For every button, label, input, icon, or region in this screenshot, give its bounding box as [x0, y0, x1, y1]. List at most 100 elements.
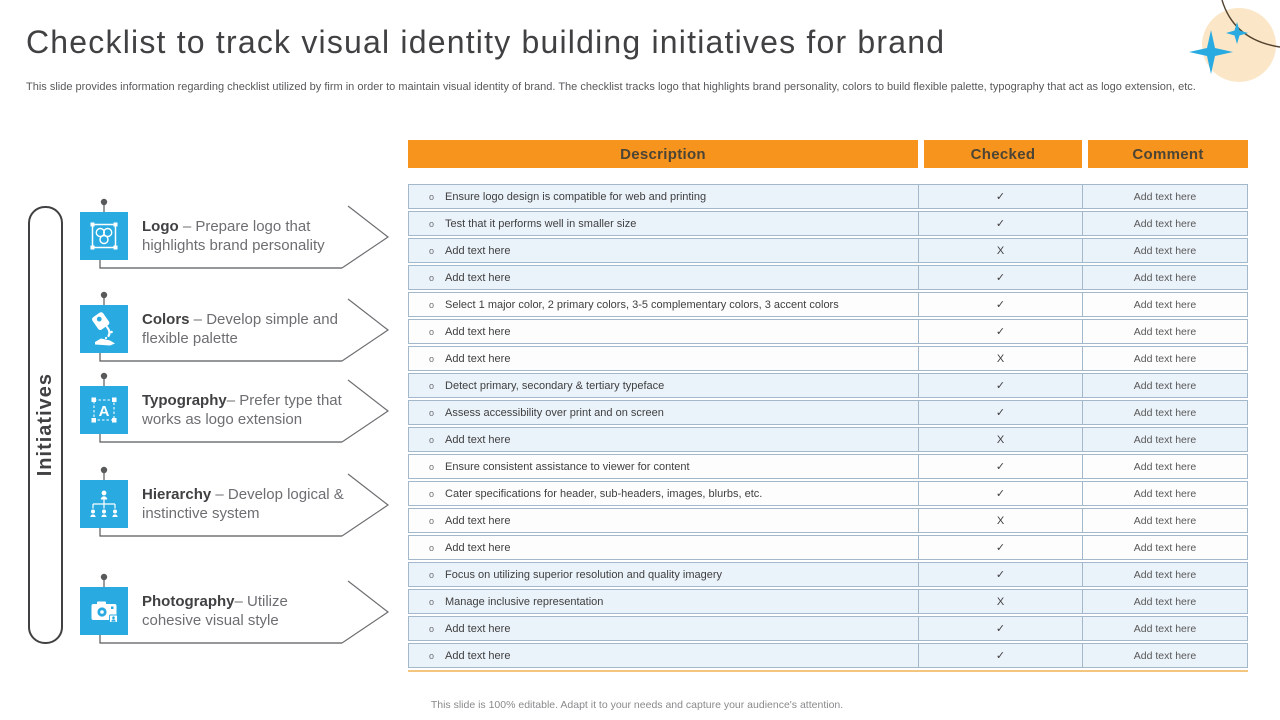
- page-subtitle: This slide provides information regardin…: [26, 81, 1196, 93]
- row-description: Detect primary, secondary & tertiary typ…: [445, 379, 665, 392]
- row-checked: ✓: [918, 320, 1082, 343]
- sidebar-item-hierarchy: Hierarchy – Develop logical & instinctiv…: [80, 466, 395, 542]
- row-bullet: o: [429, 245, 435, 256]
- row-checked: ✓: [918, 563, 1082, 586]
- row-bullet: o: [429, 407, 435, 418]
- row-description[interactable]: Add text here: [445, 514, 511, 527]
- row-description: Focus on utilizing superior resolution a…: [445, 568, 722, 581]
- row-description[interactable]: Add text here: [445, 352, 511, 365]
- row-checked: ✓: [918, 455, 1082, 478]
- table-underline: [408, 670, 1248, 672]
- row-description[interactable]: Add text here: [445, 541, 511, 554]
- item-connector: [99, 573, 390, 644]
- row-comment[interactable]: Add text here: [1082, 455, 1247, 478]
- sparkle-star-small-icon: [1226, 22, 1248, 44]
- row-comment[interactable]: Add text here: [1082, 509, 1247, 532]
- row-checked: ✓: [918, 644, 1082, 667]
- header-checked: Checked: [924, 140, 1082, 168]
- svg-text:A: A: [99, 403, 110, 420]
- row-description: Cater specifications for header, sub-hea…: [445, 487, 763, 500]
- decorative-circle: [1202, 8, 1276, 82]
- row-bullet: o: [429, 488, 435, 499]
- item-label: Photography– Utilize cohesive visual sty…: [142, 593, 288, 629]
- row-description: Manage inclusive representation: [445, 595, 604, 608]
- item-label: Colors – Develop simple and flexible pal…: [142, 311, 338, 347]
- row-bullet: o: [429, 380, 435, 391]
- row-comment[interactable]: Add text here: [1082, 293, 1247, 316]
- row-description: Ensure consistent assistance to viewer f…: [445, 460, 690, 473]
- row-comment[interactable]: Add text here: [1082, 212, 1247, 235]
- item-connector: [99, 466, 390, 537]
- item-label: Hierarchy – Develop logical & instinctiv…: [142, 486, 344, 522]
- row-description[interactable]: Add text here: [445, 622, 511, 635]
- table-row: o Add text here ✓ Add text here: [408, 643, 1248, 668]
- row-comment[interactable]: Add text here: [1082, 401, 1247, 424]
- row-comment[interactable]: Add text here: [1082, 590, 1247, 613]
- row-checked: X: [918, 347, 1082, 370]
- row-comment[interactable]: Add text here: [1082, 482, 1247, 505]
- header-description: Description: [408, 140, 918, 168]
- row-description: Test that it performs well in smaller si…: [445, 217, 637, 230]
- row-bullet: o: [429, 542, 435, 553]
- row-checked: X: [918, 428, 1082, 451]
- row-description[interactable]: Add text here: [445, 649, 511, 662]
- row-comment[interactable]: Add text here: [1082, 185, 1247, 208]
- arc-line: [1221, 0, 1280, 48]
- row-bullet: o: [429, 596, 435, 607]
- table-row: o Manage inclusive representation X Add …: [408, 589, 1248, 614]
- sparkles-decoration: [1189, 0, 1280, 74]
- table-row: o Cater specifications for header, sub-h…: [408, 481, 1248, 506]
- row-checked: ✓: [918, 536, 1082, 559]
- row-description[interactable]: Add text here: [445, 433, 511, 446]
- hierarchy-icon: [80, 480, 128, 528]
- row-bullet: o: [429, 299, 435, 310]
- row-comment[interactable]: Add text here: [1082, 347, 1247, 370]
- row-comment[interactable]: Add text here: [1082, 563, 1247, 586]
- row-description: Ensure logo design is compatible for web…: [445, 190, 707, 203]
- table-row: o Add text here ✓ Add text here: [408, 616, 1248, 641]
- row-checked: ✓: [918, 293, 1082, 316]
- table-row: o Ensure consistent assistance to viewer…: [408, 454, 1248, 479]
- row-description[interactable]: Add text here: [445, 244, 511, 257]
- row-comment[interactable]: Add text here: [1082, 374, 1247, 397]
- row-comment[interactable]: Add text here: [1082, 536, 1247, 559]
- checklist-table: Description Checked Comment o Ensure log…: [408, 140, 1248, 672]
- initiatives-label: Initiatives: [34, 373, 56, 477]
- table-row: o Test that it performs well in smaller …: [408, 211, 1248, 236]
- sidebar-item-photography: Photography– Utilize cohesive visual sty…: [80, 573, 395, 649]
- table-body: o Ensure logo design is compatible for w…: [408, 184, 1248, 668]
- row-bullet: o: [429, 218, 435, 229]
- row-description[interactable]: Add text here: [445, 325, 511, 338]
- row-comment[interactable]: Add text here: [1082, 266, 1247, 289]
- header-comment: Comment: [1088, 140, 1248, 168]
- sidebar-item-typography: A Typography– Prefer type that works as …: [80, 372, 395, 448]
- item-connector: [99, 372, 390, 443]
- row-comment[interactable]: Add text here: [1082, 320, 1247, 343]
- row-bullet: o: [429, 326, 435, 337]
- row-checked: X: [918, 590, 1082, 613]
- item-label: Typography– Prefer type that works as lo…: [142, 392, 342, 428]
- row-bullet: o: [429, 272, 435, 283]
- table-row: o Add text here ✓ Add text here: [408, 319, 1248, 344]
- typography-icon: A: [80, 386, 128, 434]
- camera-icon: [80, 587, 128, 635]
- row-bullet: o: [429, 191, 435, 202]
- table-row: o Detect primary, secondary & tertiary t…: [408, 373, 1248, 398]
- table-row: o Select 1 major color, 2 primary colors…: [408, 292, 1248, 317]
- paint-pour-icon: [80, 305, 128, 353]
- row-comment[interactable]: Add text here: [1082, 239, 1247, 262]
- row-checked: X: [918, 239, 1082, 262]
- row-checked: X: [918, 509, 1082, 532]
- row-comment[interactable]: Add text here: [1082, 644, 1247, 667]
- table-row: o Add text here X Add text here: [408, 508, 1248, 533]
- table-row: o Add text here ✓ Add text here: [408, 535, 1248, 560]
- row-checked: ✓: [918, 617, 1082, 640]
- row-comment[interactable]: Add text here: [1082, 617, 1247, 640]
- row-checked: ✓: [918, 482, 1082, 505]
- row-description[interactable]: Add text here: [445, 271, 511, 284]
- row-bullet: o: [429, 515, 435, 526]
- row-comment[interactable]: Add text here: [1082, 428, 1247, 451]
- table-row: o Assess accessibility over print and on…: [408, 400, 1248, 425]
- row-bullet: o: [429, 353, 435, 364]
- row-bullet: o: [429, 569, 435, 580]
